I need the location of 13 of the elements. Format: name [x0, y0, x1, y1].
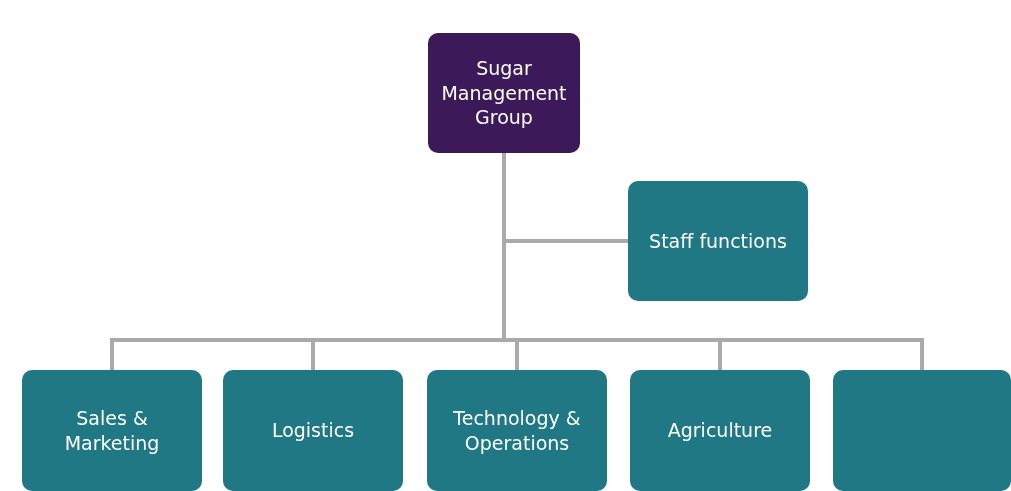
box-label: Logistics	[271, 418, 355, 443]
unit-box	[223, 370, 403, 491]
unit-box	[628, 181, 808, 301]
box-label: Staff functions	[649, 228, 787, 254]
unit-box	[427, 370, 607, 491]
box-label: Agriculture	[667, 418, 773, 443]
box-label: Technology & Operations	[452, 405, 582, 456]
box-label: Sales & Marketing	[63, 405, 161, 456]
unit-box	[833, 370, 1011, 491]
management-box	[428, 33, 580, 153]
unit-box	[630, 370, 810, 491]
box-label: Sugar Management Group	[440, 55, 568, 131]
unit-box	[22, 370, 202, 491]
